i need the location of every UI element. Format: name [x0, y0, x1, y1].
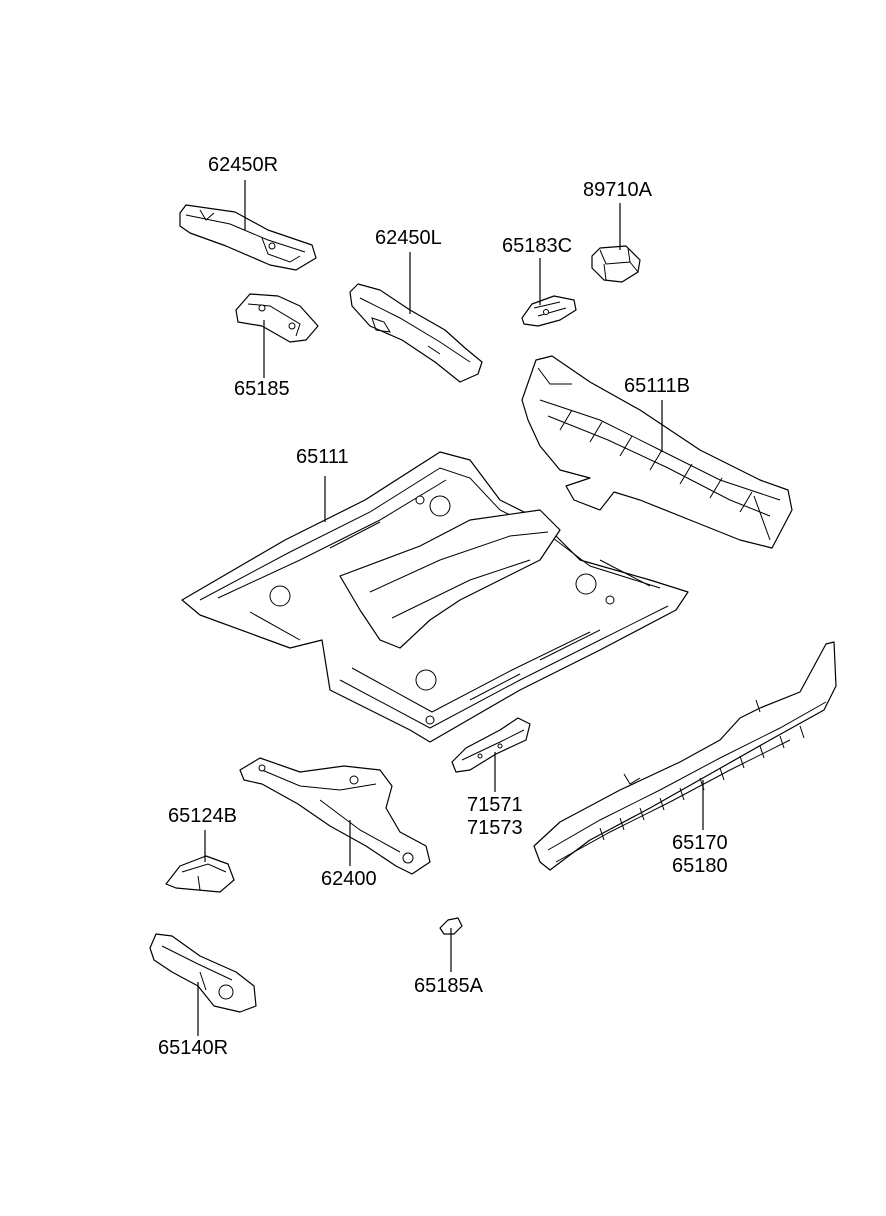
part-65111B-drawing: [521, 355, 793, 549]
part-65170-drawing: [533, 641, 837, 871]
label-65185A: 65185A: [414, 975, 483, 998]
part-65183C-drawing: [521, 295, 577, 327]
part-62400-drawing: [239, 757, 431, 875]
label-65111B-text: 65111B: [624, 375, 690, 397]
part-89710A-drawing: [591, 245, 641, 283]
label-65111: 65111: [296, 446, 349, 469]
label-65140R: 65140R: [158, 1037, 228, 1060]
label-89710A-text: 89710A: [583, 179, 652, 201]
label-65124B: 65124B: [168, 805, 237, 828]
part-62450R-drawing: [179, 204, 317, 271]
label-71571-text: 71571: [467, 794, 523, 816]
label-65185: 65185: [234, 378, 290, 401]
label-62450L-text: 62450L: [375, 227, 442, 249]
label-62450R-text: 62450R: [208, 154, 279, 176]
label-62400: 62400: [321, 868, 377, 891]
part-65185A-drawing: [439, 917, 463, 935]
label-65170-text: 65170: [672, 832, 728, 854]
part-65124B-drawing: [165, 855, 235, 893]
label-89710A: 89710A: [583, 179, 652, 202]
label-65124B-text: 65124B: [168, 805, 237, 827]
label-62400-text: 62400: [321, 868, 377, 890]
part-65140R-drawing: [149, 933, 257, 1013]
label-65183C: 65183C: [502, 235, 572, 258]
label-71573-text: 71573: [467, 817, 523, 839]
label-65111B: 65111B: [624, 375, 690, 398]
label-65140R-text: 65140R: [158, 1037, 229, 1059]
label-65170-65180: 65170 65180: [672, 832, 728, 878]
part-65185-drawing: [235, 293, 319, 343]
part-65111-drawing: [181, 451, 689, 743]
label-65111-text: 65111: [296, 446, 349, 468]
label-65185-text: 65185: [234, 378, 290, 400]
part-62450L-drawing: [349, 283, 483, 383]
label-65183C-text: 65183C: [502, 235, 573, 257]
label-65185A-text: 65185A: [414, 975, 483, 997]
label-71571-71573: 71571 71573: [467, 794, 523, 840]
label-62450L: 62450L: [375, 227, 442, 250]
label-65180-text: 65180: [672, 855, 728, 877]
label-62450R: 62450R: [208, 154, 278, 177]
part-71571-drawing: [451, 717, 531, 773]
